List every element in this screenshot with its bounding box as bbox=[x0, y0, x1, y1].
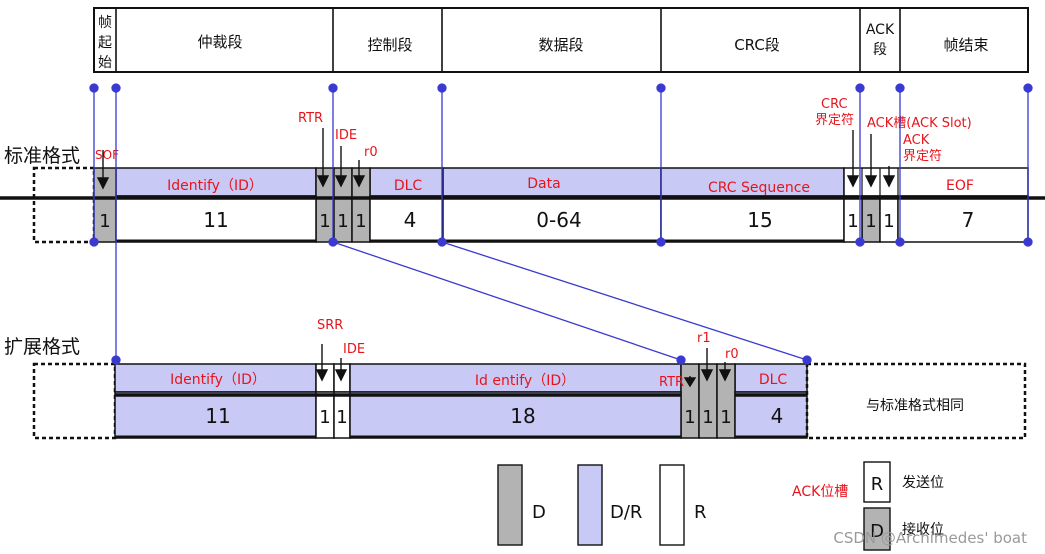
std-dlc-bottom bbox=[369, 195, 444, 243]
legend-r-swatch bbox=[659, 464, 685, 546]
ext-r1-tag: r1 bbox=[697, 331, 711, 346]
ext-identify2-label: Id entify（ID） bbox=[475, 373, 575, 389]
ext-srr-top bbox=[315, 363, 335, 393]
std-eof-bits: 7 bbox=[962, 208, 975, 232]
ext-r0-tag: r0 bbox=[725, 347, 739, 362]
legend-ack-title: ACK位槽 bbox=[792, 484, 848, 500]
ext-ide-tag: IDE bbox=[343, 342, 365, 357]
ext-identify-label: Identify（ID） bbox=[170, 372, 266, 388]
legend-r: R bbox=[694, 502, 707, 523]
std-crcdelim-bits: 1 bbox=[847, 211, 858, 232]
std-eof-label: EOF bbox=[946, 178, 974, 194]
std-dlc-label: DLC bbox=[394, 178, 423, 194]
std-sof-tag: SOF bbox=[95, 148, 119, 162]
std-ackdelim-tag-1: ACK bbox=[903, 133, 930, 148]
legend-d: D bbox=[532, 502, 546, 523]
header-eof: 帧结束 bbox=[943, 36, 988, 54]
segment-connectors bbox=[89, 83, 1033, 365]
header-control: 控制段 bbox=[367, 36, 412, 54]
ext-r1-bits: 1 bbox=[702, 407, 713, 428]
ext-rtr-tag: RTR bbox=[659, 375, 684, 390]
std-crcdelim-tag-1: CRC bbox=[821, 97, 848, 112]
legend-ack-d: D bbox=[870, 521, 884, 542]
legend-ack-r-label: 发送位 bbox=[902, 475, 944, 491]
header-ack-1: ACK bbox=[866, 22, 895, 38]
header-crc: CRC段 bbox=[734, 36, 780, 54]
std-ackdelim-bits: 1 bbox=[883, 211, 894, 232]
legend-ack-d-box bbox=[863, 507, 891, 551]
std-id-bits: 11 bbox=[203, 208, 228, 232]
ext-rtr-bits: 1 bbox=[684, 407, 695, 428]
extended-title: 扩展格式 bbox=[4, 336, 80, 358]
segment-header: 帧 起 始 仲裁段 控制段 数据段 CRC段 ACK 段 帧结束 bbox=[93, 7, 1029, 73]
header-ack-2: 段 bbox=[873, 42, 887, 58]
header-arbitration: 仲裁段 bbox=[197, 33, 242, 51]
std-ide-bits: 1 bbox=[337, 211, 348, 232]
std-identify-label: Identify（ID） bbox=[167, 178, 263, 194]
ext-id2-bits: 18 bbox=[510, 404, 535, 428]
ext-srr-tag: SRR bbox=[317, 318, 343, 333]
ext-srr-bits: 1 bbox=[319, 407, 330, 428]
header-sof-3: 始 bbox=[98, 55, 112, 71]
std-ide-tag: IDE bbox=[335, 128, 357, 143]
standard-title: 标准格式 bbox=[4, 145, 80, 167]
legend-ack-r-box bbox=[863, 461, 891, 503]
legend-ack-d-label: 接收位 bbox=[902, 521, 944, 538]
ext-id-bits: 11 bbox=[205, 404, 230, 428]
ext-r0-bits: 1 bbox=[720, 407, 731, 428]
std-crc-bottom bbox=[660, 195, 845, 243]
standard-idle-left bbox=[32, 166, 96, 244]
std-data-bottom bbox=[442, 195, 662, 243]
ext-identify2-top bbox=[349, 363, 682, 393]
ext-identify2-bottom bbox=[349, 391, 682, 439]
extended-frame: 扩展格式 Identify（ID） Id entify（ID） DLC 与标准格… bbox=[4, 318, 1027, 440]
std-ack-eof-top bbox=[843, 167, 1029, 197]
ext-same-region bbox=[805, 362, 1027, 440]
std-crcseq-label: CRC Sequence bbox=[708, 180, 810, 196]
std-identify-bottom bbox=[115, 195, 317, 243]
std-ackdelim-tag-2: 界定符 bbox=[903, 148, 942, 164]
std-sof-bits: 1 bbox=[99, 211, 110, 232]
std-data-label: Data bbox=[527, 176, 560, 192]
header-sof-1: 帧 bbox=[98, 15, 112, 31]
ext-dlc-bits: 4 bbox=[771, 404, 784, 428]
ext-dlc-label: DLC bbox=[759, 372, 788, 388]
ext-same-label: 与标准格式相同 bbox=[866, 398, 964, 414]
header-data: 数据段 bbox=[538, 36, 583, 54]
std-ackslot-bits: 1 bbox=[865, 211, 876, 232]
std-crc-top bbox=[660, 167, 845, 197]
header-frame bbox=[93, 7, 1029, 73]
legend-ack-r: R bbox=[871, 474, 884, 495]
legend: D D/R R ACK位槽 R 发送位 D 接收位 bbox=[497, 461, 944, 551]
csdn-watermark: CSDN @Archimedes' boat bbox=[833, 529, 1027, 547]
std-rtr-bits: 1 bbox=[319, 211, 330, 232]
std-crcdelim-tag-2: 界定符 bbox=[815, 112, 854, 128]
std-r0-bits: 1 bbox=[355, 211, 366, 232]
std-ackslot-tag: ACK槽(ACK Slot) bbox=[867, 116, 972, 131]
std-data-bits: 0-64 bbox=[536, 208, 581, 232]
extended-idle-left bbox=[32, 362, 117, 440]
ext-identify-top bbox=[114, 363, 317, 393]
legend-dr-swatch bbox=[577, 464, 603, 546]
ext-ide-bits: 1 bbox=[336, 407, 347, 428]
legend-dr: D/R bbox=[610, 502, 642, 523]
std-dlc-bits: 4 bbox=[404, 208, 417, 232]
header-sof-2: 起 bbox=[98, 35, 112, 51]
std-crc-bits: 15 bbox=[747, 208, 772, 232]
legend-dominant-swatch bbox=[497, 464, 523, 546]
standard-frame: 标准格式 Identify（ID） DLC Data bbox=[0, 97, 1045, 244]
std-r0-tag: r0 bbox=[364, 145, 378, 160]
std-rtr-tag: RTR bbox=[298, 111, 323, 126]
